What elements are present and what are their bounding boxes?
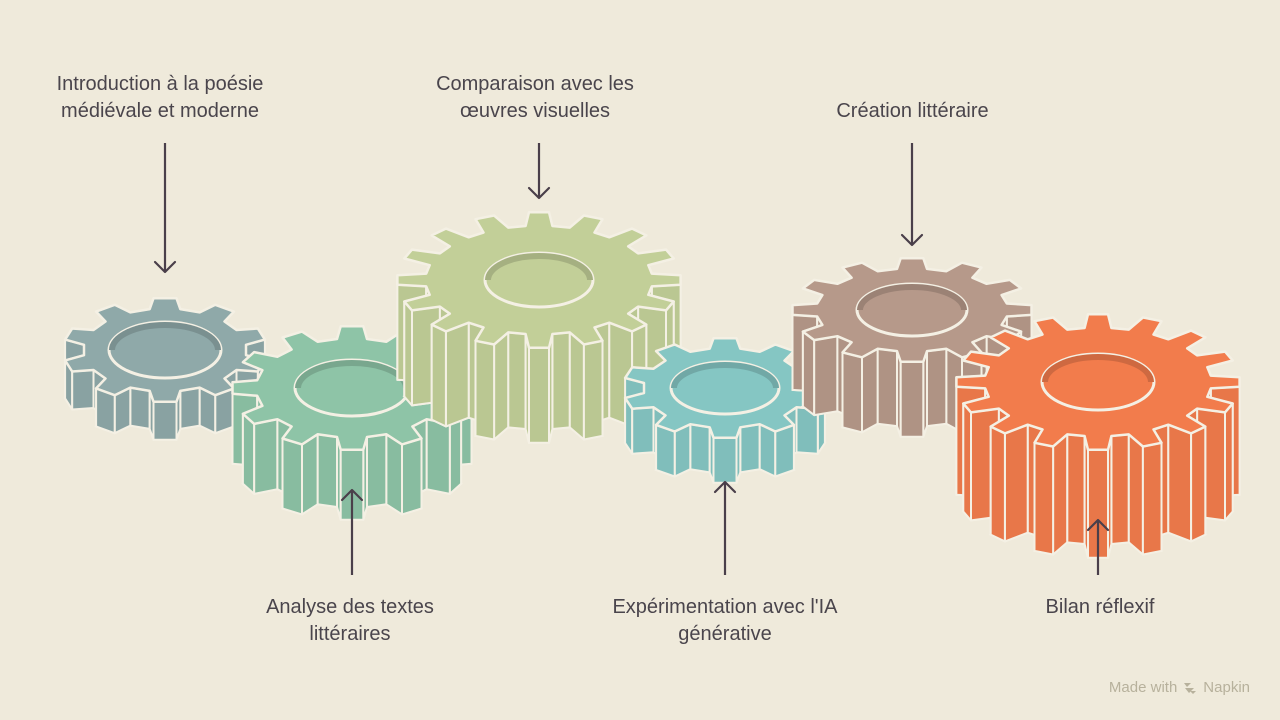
- gear-6-body: [955, 374, 1241, 559]
- gear-2: [231, 325, 473, 521]
- step-1-line-1: Introduction à la poésie: [56, 73, 264, 95]
- made-with-napkin-watermark: Made with Napkin: [1109, 679, 1250, 696]
- step-3-line-1: Comparaison avec les: [436, 73, 634, 95]
- step-6-line-1: Bilan réflexif: [1045, 596, 1155, 618]
- step-4-label: Expérimentation avec l'IA générative: [560, 594, 890, 648]
- step-3-label: Comparaison avec les œuvres visuelles: [380, 71, 690, 125]
- arrow-6: [1086, 518, 1110, 575]
- step-4-line-2: générative: [678, 623, 772, 645]
- step-6-label: Bilan réflexif: [980, 594, 1220, 621]
- step-2-line-2: littéraires: [309, 623, 391, 645]
- arrow-2: [340, 488, 364, 575]
- step-1-label: Introduction à la poésie médiévale et mo…: [0, 71, 320, 125]
- gear-4-hole: [669, 360, 781, 416]
- step-5-label: Création littéraire: [770, 98, 1055, 125]
- gear-1-hole: [107, 320, 223, 380]
- arrow-3: [527, 143, 551, 200]
- gear-5-hole: [855, 282, 969, 338]
- arrow-5: [900, 143, 924, 247]
- step-2-line-1: Analyse des textes: [266, 596, 434, 618]
- step-5-line-1: Création littéraire: [836, 100, 989, 122]
- gear-3-hole: [483, 251, 595, 309]
- step-3-line-2: œuvres visuelles: [459, 100, 611, 122]
- gear-2-hole: [293, 358, 411, 418]
- arrow-4: [713, 480, 737, 575]
- gear-6: [955, 312, 1241, 559]
- step-4-line-1: Expérimentation avec l'IA: [612, 596, 838, 618]
- watermark-brand: Napkin: [1203, 679, 1250, 696]
- gear-6-hole: [1040, 352, 1156, 412]
- arrow-1: [153, 143, 177, 274]
- watermark-prefix: Made with: [1108, 679, 1178, 696]
- step-1-line-2: médiévale et moderne: [61, 100, 259, 122]
- step-2-label: Analyse des textes littéraires: [210, 594, 490, 648]
- napkin-logo-icon: [1184, 682, 1197, 694]
